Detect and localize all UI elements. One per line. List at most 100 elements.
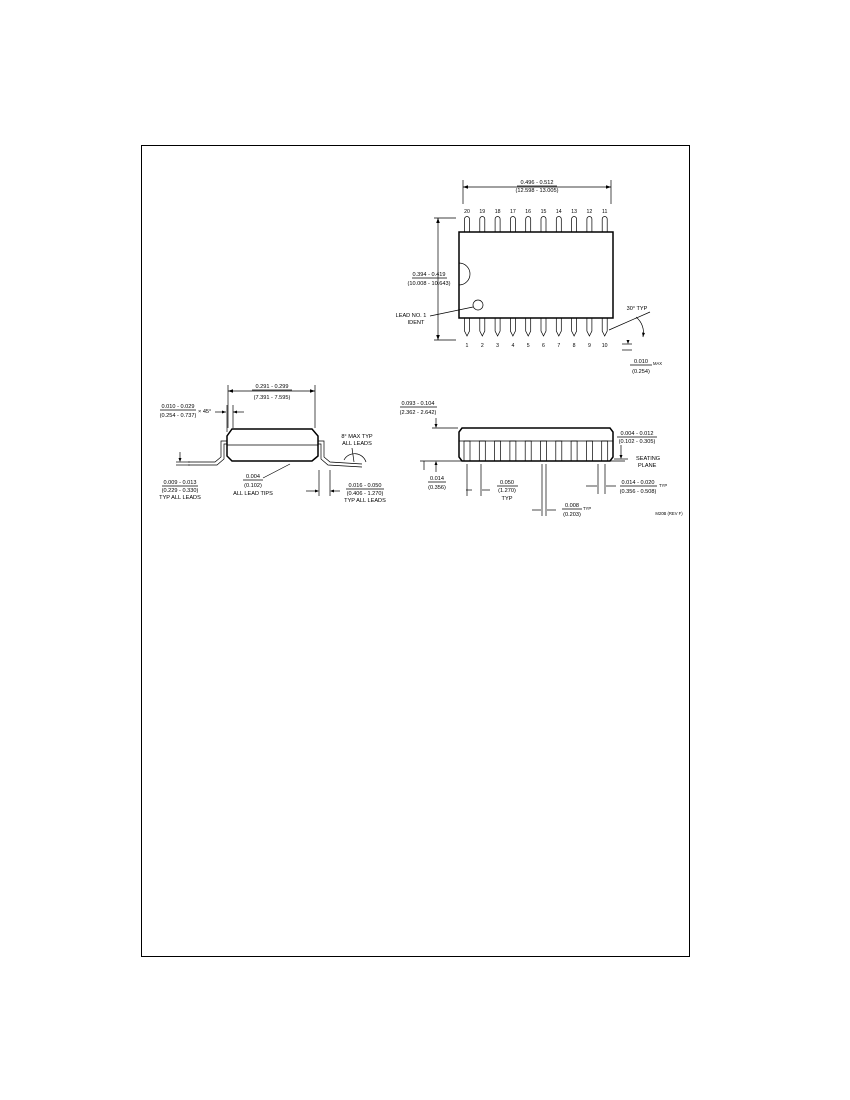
- top-pin-number: 20: [464, 209, 470, 215]
- pitch-mm: (1.270): [498, 488, 516, 494]
- side-lead: [463, 440, 471, 462]
- top-pin-number: 19: [479, 209, 485, 215]
- top-lead: [586, 216, 593, 232]
- lead-max-inch: 0.010: [634, 359, 648, 365]
- top-pin-number: 17: [510, 209, 516, 215]
- top-lead: [525, 216, 532, 232]
- side-lead: [586, 440, 593, 462]
- top-pin-number: 12: [587, 209, 593, 215]
- top-leads: [464, 216, 608, 232]
- seating-line1: SEATING: [636, 456, 660, 462]
- bottom-leads: [464, 318, 608, 337]
- bottom-lead: [601, 318, 608, 337]
- top-lead: [510, 216, 516, 232]
- side-leads: [463, 440, 609, 462]
- lw-suffix: TYP: [659, 483, 667, 488]
- side-lead: [478, 440, 486, 462]
- side-lead: [555, 440, 563, 462]
- lead-max-suffix: MAX: [653, 361, 662, 366]
- top-width-inch: 0.496 - 0.512: [521, 180, 554, 186]
- end-view-body: [226, 428, 319, 462]
- bottom-pin-number: 1: [466, 343, 469, 349]
- lead-ident-label-1: LEAD NO. 1: [396, 313, 427, 319]
- end-angle-line1: 8° MAX TYP: [341, 434, 373, 440]
- lead-max-mm: (0.254): [632, 369, 650, 375]
- side-view: 0.093 - 0.104 (2.362 - 2.642) 0.004 - 0.…: [400, 401, 684, 518]
- coplanarity-mm: (0.102): [244, 483, 262, 489]
- pitch-note: TYP: [502, 496, 513, 502]
- top-view-body: [458, 231, 614, 319]
- side-lead: [494, 440, 501, 462]
- side-lead: [601, 440, 609, 462]
- bottom-pin-number: 9: [588, 343, 591, 349]
- bottom-pin-number: 10: [602, 343, 608, 349]
- bottom-lead: [510, 318, 516, 337]
- top-lead: [571, 216, 577, 232]
- l008-suffix: TYP: [583, 506, 591, 511]
- top-pin-number: 13: [571, 209, 577, 215]
- top-height-mm: (10.008 - 10.643): [408, 281, 451, 287]
- drawing-id: M20B (REV F): [655, 511, 683, 516]
- side-height-inch: 0.093 - 0.104: [402, 401, 435, 407]
- top-lead: [601, 216, 608, 232]
- bottom-lead: [464, 318, 470, 337]
- bottom-pin-number: 5: [527, 343, 530, 349]
- h014-inch: 0.014: [430, 476, 444, 482]
- bottom-pin-number: 4: [511, 343, 514, 349]
- foot-note: TYP ALL LEADS: [344, 498, 386, 504]
- end-angle-line2: ALL LEADS: [342, 441, 372, 447]
- lead-thk-inch: 0.009 - 0.013: [164, 480, 197, 486]
- seating-line2: PLANE: [638, 463, 657, 469]
- lw-mm: (0.356 - 0.508): [620, 489, 657, 495]
- side-view-body: [458, 427, 614, 462]
- bottom-lead: [494, 318, 501, 337]
- top-pin-number: 18: [495, 209, 501, 215]
- coplanarity-inch: 0.004: [246, 474, 260, 480]
- side-height-mm: (2.362 - 2.642): [400, 410, 437, 416]
- bottom-lead: [571, 318, 577, 337]
- standoff-inch: 0.004 - 0.012: [621, 431, 654, 437]
- lead1-ident-dot: [472, 299, 484, 311]
- top-pin-number: 16: [525, 209, 531, 215]
- top-pin-number: 14: [556, 209, 562, 215]
- foot-mm: (0.406 - 1.270): [347, 491, 384, 497]
- lead-thk-note: TYP ALL LEADS: [159, 495, 201, 501]
- lead-thk-mm: (0.229 - 0.330): [162, 488, 199, 494]
- foot-inch: 0.016 - 0.050: [349, 483, 382, 489]
- side-lead: [509, 440, 517, 462]
- chamfer-inch: 0.010 - 0.029: [162, 404, 195, 410]
- bottom-pin-number: 7: [557, 343, 560, 349]
- top-pin-labels: 20 19 18 17 16 15 14 13 12 11: [464, 209, 607, 215]
- top-pin-number: 15: [541, 209, 547, 215]
- standoff-mm: (0.102 - 0.305): [619, 439, 656, 445]
- end-width-inch: 0.291 - 0.299: [256, 384, 289, 390]
- side-lead: [524, 440, 532, 462]
- top-lead: [555, 216, 562, 232]
- lead-angle-label: 30° TYP: [627, 306, 648, 312]
- bottom-lead: [555, 318, 562, 337]
- top-lead: [464, 216, 470, 232]
- top-lead: [540, 216, 547, 232]
- side-lead: [540, 440, 547, 462]
- l008-inch: 0.008: [565, 503, 579, 509]
- bottom-lead: [540, 318, 547, 337]
- bottom-lead: [586, 318, 593, 337]
- chamfer-suffix: × 45°: [198, 409, 211, 415]
- pin1-notch: [458, 262, 471, 286]
- top-pin-number: 11: [602, 209, 607, 215]
- lead-ident-label-2: IDENT: [408, 320, 425, 326]
- top-lead: [494, 216, 501, 232]
- end-width-mm: (7.391 - 7.595): [254, 395, 291, 401]
- pitch-inch: 0.050: [500, 480, 514, 486]
- bottom-pin-number: 8: [573, 343, 576, 349]
- side-lead: [570, 440, 578, 462]
- end-view: 0.291 - 0.299 (7.391 - 7.595) 0.010 - 0.…: [159, 384, 386, 504]
- top-width-mm: (12.598 - 13.005): [516, 188, 559, 194]
- bottom-lead: [525, 318, 532, 337]
- drawing-frame: [141, 145, 690, 957]
- h014-mm: (0.356): [428, 485, 446, 491]
- bottom-lead: [479, 318, 486, 337]
